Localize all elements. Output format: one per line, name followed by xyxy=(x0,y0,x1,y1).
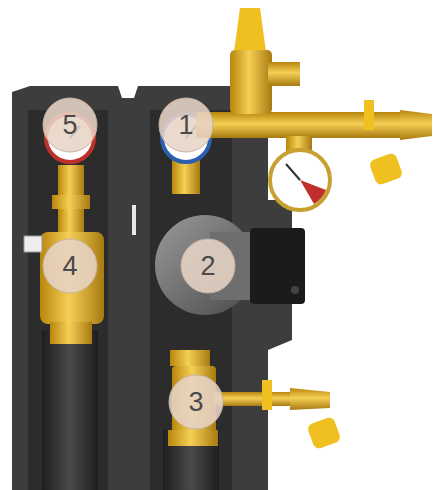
callout-number: 5 xyxy=(43,98,97,152)
callout-disc xyxy=(181,239,235,293)
callout-disc xyxy=(169,375,223,429)
brass-nut xyxy=(50,322,92,344)
callout-disc xyxy=(43,98,97,152)
drain-tap xyxy=(214,392,294,406)
brass-nut xyxy=(168,430,218,446)
pump-button xyxy=(291,286,299,294)
callout-number: 1 xyxy=(159,98,213,152)
insulation-slot xyxy=(132,205,136,235)
tap-handle xyxy=(364,100,374,130)
brass-nut xyxy=(170,350,210,366)
pressure-gauge xyxy=(270,150,330,210)
callout-number: 2 xyxy=(181,239,235,293)
insulation-channel xyxy=(28,110,108,490)
gauge-red-zone xyxy=(300,180,326,204)
pipe xyxy=(42,330,98,490)
hose-connector xyxy=(400,110,432,140)
brass-nut xyxy=(52,195,90,209)
hose-connector xyxy=(290,388,330,410)
brass-pipe xyxy=(196,112,406,138)
dust-cap xyxy=(306,416,341,450)
safety-valve-outlet xyxy=(268,62,300,86)
gauge-needle xyxy=(286,164,300,180)
dust-cap xyxy=(368,152,403,186)
vent-cap xyxy=(24,236,42,252)
air-separator xyxy=(40,232,104,324)
callout-number: 4 xyxy=(43,239,97,293)
tap-handle xyxy=(262,380,272,410)
pump-motor xyxy=(250,228,305,304)
callout-disc xyxy=(159,98,213,152)
callout-number: 3 xyxy=(169,375,223,429)
callout-disc xyxy=(43,239,97,293)
safety-valve-cap xyxy=(234,8,266,52)
safety-valve xyxy=(230,50,272,114)
pipe xyxy=(163,430,219,490)
